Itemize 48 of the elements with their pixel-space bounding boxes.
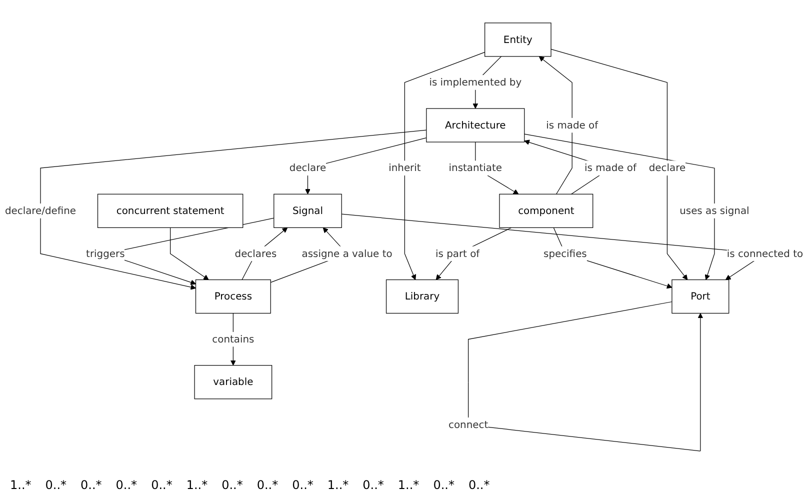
- node-box: Entity: [484, 22, 552, 57]
- node-box: Port: [672, 279, 730, 314]
- edge-label: is part of: [436, 248, 480, 260]
- edge-label: specifies: [544, 248, 587, 260]
- edge-label: declare/define: [4, 204, 76, 216]
- edge-label: instantiate: [448, 162, 502, 174]
- node-box: Architecture: [426, 108, 525, 142]
- multiplicity-label: 0..*: [292, 478, 314, 492]
- node-box: component: [499, 194, 594, 228]
- node-box: concurrent statement: [97, 194, 244, 228]
- arrow: [538, 56, 572, 194]
- edge-label: declares: [234, 248, 277, 260]
- multiplicity-label: 1..*: [10, 478, 32, 492]
- node-box: Process: [195, 279, 271, 314]
- multiplicity-label: 0..*: [256, 478, 278, 492]
- arrow: [550, 48, 688, 280]
- multiplicity-label: 0..*: [222, 478, 243, 492]
- multiplicity-label: 0..*: [45, 478, 67, 492]
- edge-label: uses as signal: [680, 204, 750, 216]
- arrow: [40, 130, 427, 290]
- edge-label: declare: [289, 162, 326, 174]
- edge-label: declare: [648, 162, 686, 174]
- multiplicity-label: 0..*: [468, 478, 490, 492]
- node-box: Signal: [274, 194, 342, 228]
- multiplicity-label: 1..*: [398, 478, 420, 492]
- arrow: [170, 227, 209, 280]
- multiplicity-label: 1..*: [327, 478, 349, 492]
- arrow: [468, 301, 704, 452]
- arrow: [436, 227, 512, 280]
- edge-label: is made of: [546, 119, 598, 131]
- multiplicity-label: 1..*: [186, 478, 208, 492]
- edge-label: contains: [212, 333, 254, 345]
- multiplicity-label: 0..*: [362, 478, 384, 492]
- multiplicity-label: 0..*: [433, 478, 454, 492]
- edge-label: is made of: [584, 162, 636, 174]
- edge-label: assigne a value to: [302, 248, 392, 260]
- edge-label: inherit: [388, 162, 421, 174]
- edge-label: triggers: [86, 248, 125, 260]
- node-box: Library: [386, 279, 459, 314]
- multiplicity-label: 0..*: [151, 478, 172, 492]
- edge-label: connect: [448, 418, 488, 431]
- edge-label: is connected to: [726, 248, 804, 260]
- multiplicity-label: 0..*: [116, 478, 138, 492]
- multiplicity-label: 0..*: [80, 478, 102, 492]
- edge-label: is implemented by: [429, 76, 522, 88]
- arrow: [305, 137, 427, 194]
- node-box: variable: [194, 365, 272, 400]
- arrow: [404, 52, 486, 280]
